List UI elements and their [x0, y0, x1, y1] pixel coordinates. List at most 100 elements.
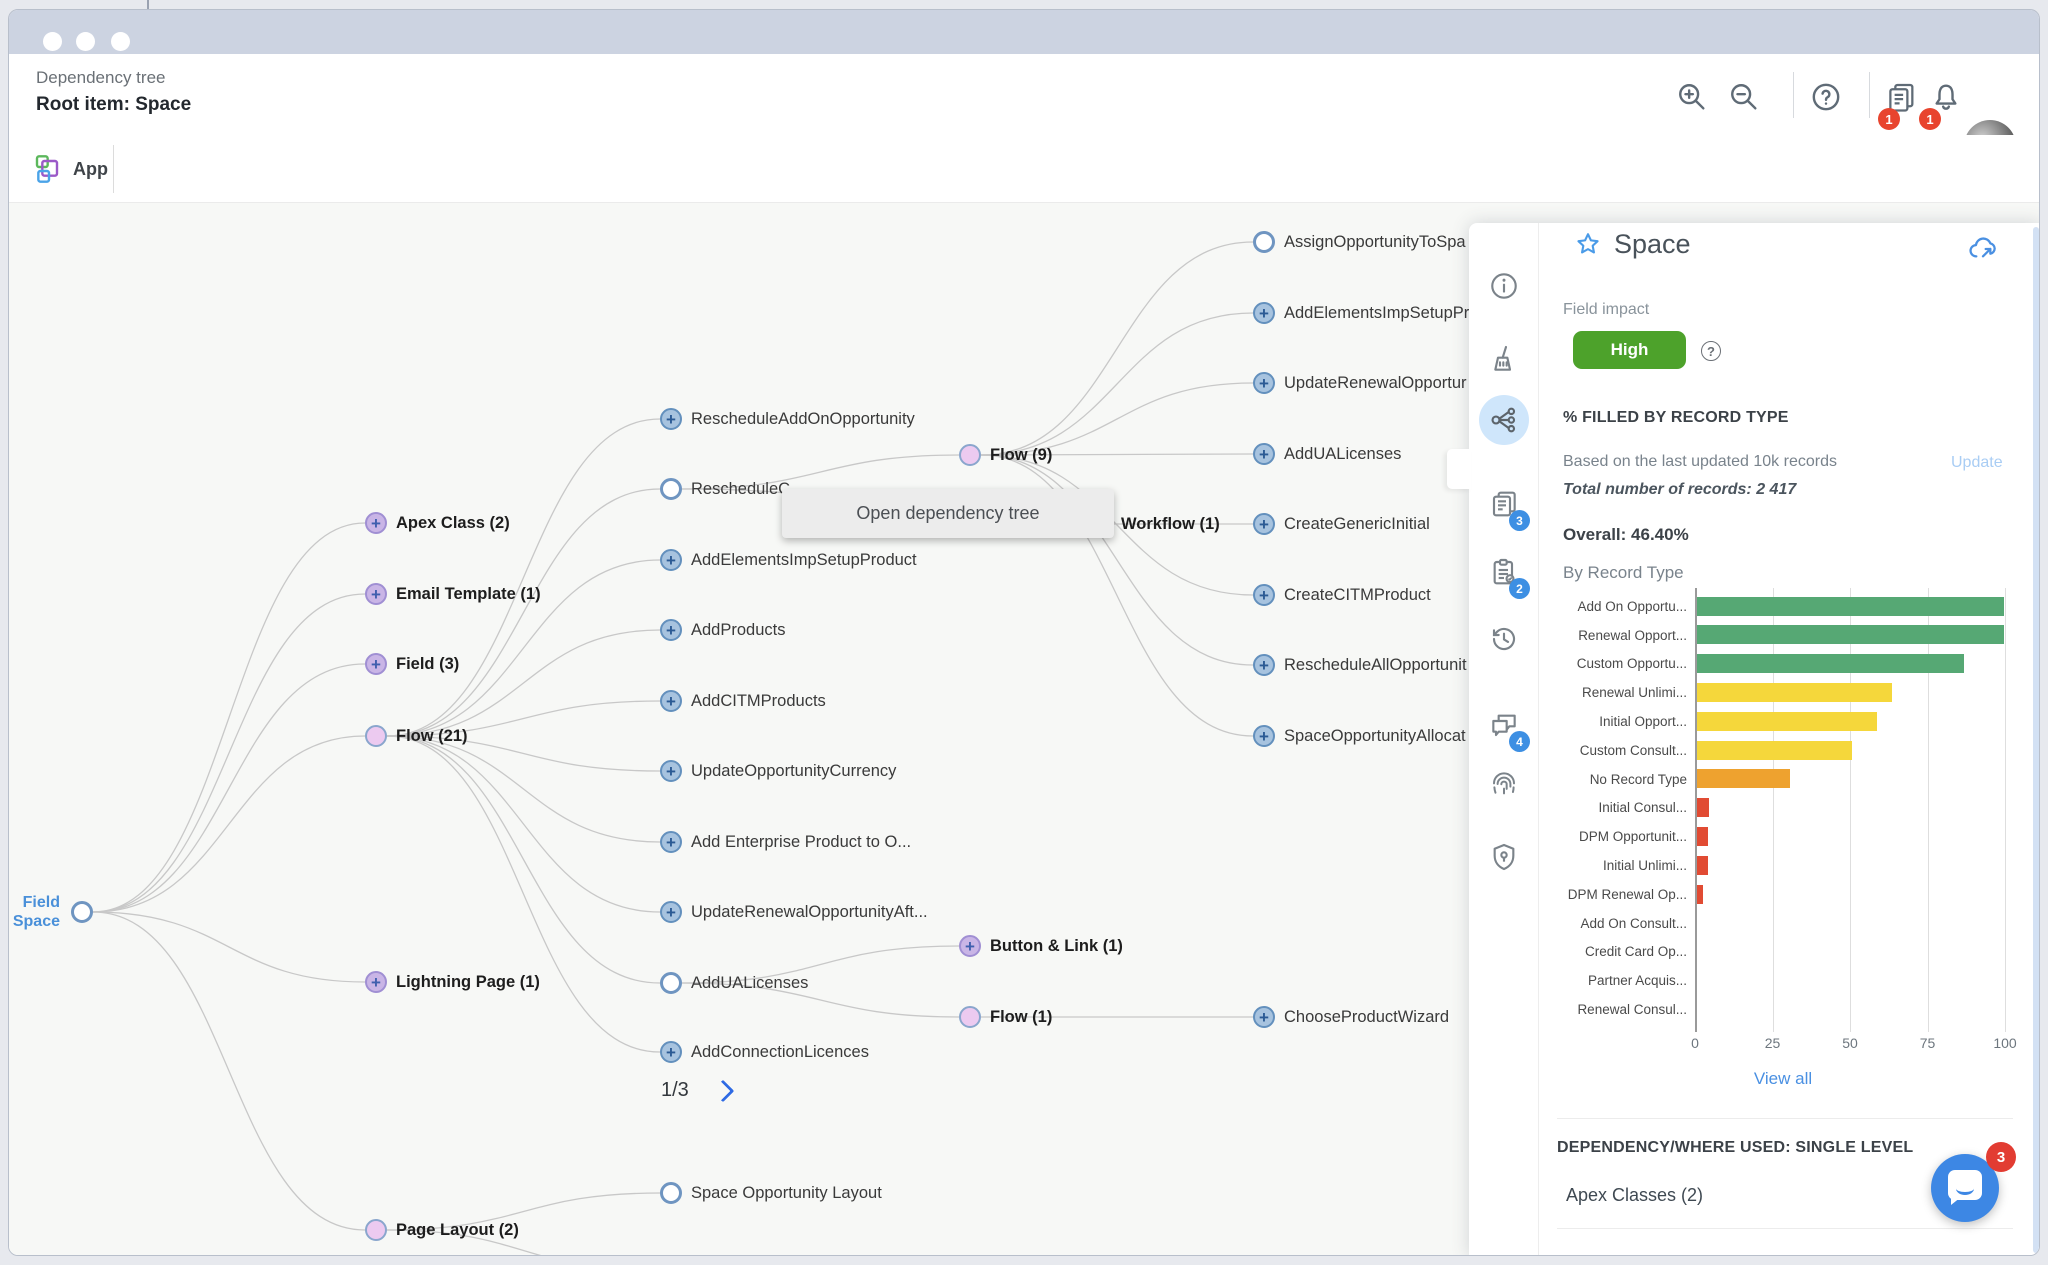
node-circle[interactable]: + [1253, 302, 1275, 324]
view-all-link[interactable]: View all [1753, 1069, 1813, 1088]
node-circle[interactable]: + [1253, 513, 1275, 535]
tree-node-blink[interactable]: +Button & Link (1) [959, 935, 1123, 957]
chart-tick-label: 75 [1919, 1035, 1936, 1051]
node-circle[interactable]: + [959, 935, 981, 957]
node-circle[interactable]: + [365, 653, 387, 675]
tree-node-cgi[interactable]: +CreateGenericInitial [1253, 513, 1430, 535]
node-circle[interactable]: + [660, 690, 682, 712]
tree-node-flow1[interactable]: Flow (1) [959, 1006, 1052, 1028]
tree-node-rao[interactable]: +RescheduleAllOpportunit [1253, 654, 1467, 676]
node-circle[interactable]: + [365, 583, 387, 605]
tree-node-uoc[interactable]: + UpdateOpportunityCurrency [660, 760, 896, 782]
tree-node-apex[interactable]: +Apex Class (2) [365, 512, 510, 534]
next-page-chevron-icon[interactable] [711, 1079, 735, 1102]
tree-edge [980, 453, 1254, 456]
node-circle[interactable] [71, 901, 93, 923]
tree-node-acitm[interactable]: +AddCITMProducts [660, 690, 826, 712]
node-circle[interactable]: + [1253, 443, 1275, 465]
tree-node-acl[interactable]: +AddConnectionLicences [660, 1041, 869, 1063]
node-circle[interactable]: + [365, 512, 387, 534]
tree-node-field[interactable]: +Field (3) [365, 653, 459, 675]
node-circle[interactable] [660, 1182, 682, 1204]
node-circle[interactable]: + [660, 901, 682, 923]
tree-node-cpw[interactable]: +ChooseProductWizard [1253, 1006, 1449, 1028]
tree-node-aual2[interactable]: +AddUALicenses [1253, 443, 1401, 465]
node-circle[interactable] [1253, 231, 1275, 253]
checklist-icon[interactable] [1488, 556, 1520, 588]
panel-scrollbar[interactable] [2033, 227, 2039, 1253]
impact-badge: High [1573, 331, 1686, 369]
dependency-item-apex-classes[interactable]: Apex Classes (2) [1566, 1185, 1704, 1205]
tree-node-ro[interactable]: RescheduleC [660, 478, 790, 500]
chart-row: Initial Consul... [1557, 794, 2009, 823]
tree-node-raoo[interactable]: +RescheduleAddOnOpportunity [660, 408, 915, 430]
node-circle[interactable]: + [660, 760, 682, 782]
tree-node-aeisp[interactable]: +AddElementsImpSetupProduct [660, 549, 917, 571]
tree-node-uro2[interactable]: +UpdateRenewalOpportur [1253, 372, 1467, 394]
chart-bar [1697, 682, 1893, 702]
window-close-button[interactable] [43, 32, 62, 51]
tree-node-email[interactable]: +Email Template (1) [365, 583, 541, 605]
tree-node-aots[interactable]: AssignOpportunityToSpa [1253, 231, 1466, 253]
open-in-org-cloud-icon[interactable] [1967, 233, 1999, 265]
bell-icon[interactable] [1929, 80, 1963, 114]
chat-launcher-button[interactable] [1931, 1154, 1999, 1222]
info-icon[interactable] [1488, 270, 1520, 302]
fingerprint-icon[interactable] [1488, 768, 1520, 800]
window-minimize-button[interactable] [76, 32, 95, 51]
node-circle[interactable] [959, 444, 981, 466]
node-circle[interactable]: + [1253, 654, 1275, 676]
node-label: Flow (9) [990, 445, 1053, 464]
node-circle[interactable] [660, 478, 682, 500]
node-circle[interactable]: + [660, 831, 682, 853]
tree-node-pagelayout[interactable]: Page Layout (2) [365, 1219, 519, 1241]
tree-node-ccp[interactable]: +CreateCITMProduct [1253, 584, 1431, 606]
zoom-in-icon[interactable] [1675, 80, 1709, 114]
background-window-edge [147, 0, 149, 9]
zoom-out-icon[interactable] [1727, 80, 1761, 114]
documents-icon[interactable] [1488, 488, 1520, 520]
tree-node-aep[interactable]: +Add Enterprise Product to O... [660, 831, 911, 853]
node-circle[interactable]: + [660, 1041, 682, 1063]
tree-node-root[interactable] [71, 901, 93, 923]
help-icon[interactable] [1809, 80, 1843, 114]
dependency-tree-icon[interactable] [1488, 404, 1520, 436]
comments-icon[interactable] [1488, 709, 1520, 741]
node-circle[interactable]: + [1253, 1006, 1275, 1028]
tree-node-aual[interactable]: AddUALicenses [660, 972, 808, 994]
node-circle[interactable]: + [660, 408, 682, 430]
tree-node-ae2[interactable]: +AddElementsImpSetupPr [1253, 302, 1469, 324]
node-circle[interactable] [660, 972, 682, 994]
tree-node-ap[interactable]: +AddProducts [660, 619, 785, 641]
node-circle[interactable] [365, 725, 387, 747]
node-circle[interactable]: + [1253, 725, 1275, 747]
node-label: UpdateOpportunityCurrency [691, 761, 897, 780]
tree-node-flow9[interactable]: Flow (9) [959, 444, 1052, 466]
impact-help-icon[interactable]: ? [1701, 341, 1721, 361]
tree-node-soa[interactable]: +SpaceOpportunityAllocat [1253, 725, 1466, 747]
update-link[interactable]: Update [1951, 454, 2003, 471]
release-notes-icon[interactable] [1884, 80, 1918, 114]
cleanup-broom-icon[interactable] [1488, 343, 1520, 375]
history-icon[interactable] [1488, 623, 1520, 655]
node-circle[interactable]: + [660, 549, 682, 571]
based-on-text: Based on the last updated 10k records [1563, 453, 1837, 470]
node-circle[interactable]: + [1253, 372, 1275, 394]
chart-bar [1697, 798, 1710, 818]
security-shield-icon[interactable] [1488, 841, 1520, 873]
node-circle[interactable]: + [1253, 584, 1275, 606]
tree-node-lightning[interactable]: +Lightning Page (1) [365, 971, 540, 993]
chart-row-label: Custom Opportu... [1576, 656, 1687, 672]
chart-tick-label: 25 [1764, 1035, 1781, 1051]
favorite-star-icon[interactable] [1574, 230, 1602, 258]
node-circle[interactable]: + [660, 619, 682, 641]
window-zoom-button[interactable] [111, 32, 130, 51]
tree-node-sol[interactable]: Space Opportunity Layout [660, 1182, 882, 1204]
app-button[interactable]: App [33, 149, 108, 189]
tree-node-flow21[interactable]: Flow (21) [365, 725, 468, 747]
tree-node-uroa[interactable]: +UpdateRenewalOpportunityAft... [660, 901, 928, 923]
node-circle[interactable] [365, 1219, 387, 1241]
node-circle[interactable] [959, 1006, 981, 1028]
node-circle[interactable]: + [365, 971, 387, 993]
tree-edge [92, 663, 366, 913]
